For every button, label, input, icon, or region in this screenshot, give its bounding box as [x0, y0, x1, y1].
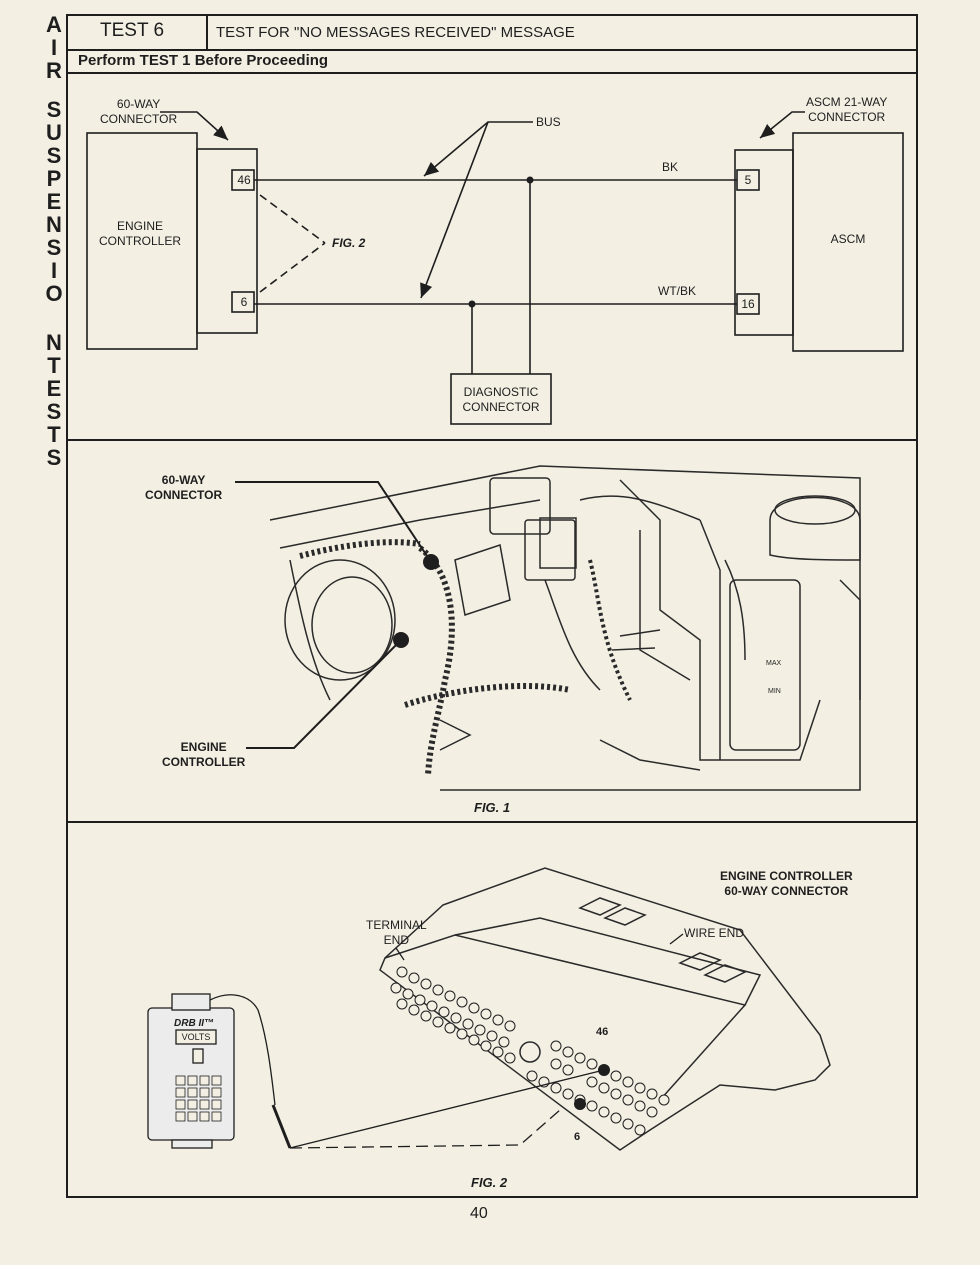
- fig2-pin-6-label: 6: [574, 1131, 581, 1143]
- junction-dot-bk: [526, 176, 534, 184]
- diagnostic-connector-box: [450, 373, 552, 425]
- side-title-letter: T: [47, 353, 61, 378]
- side-title-letter: A: [46, 12, 62, 37]
- fig2-leaders: [209, 933, 684, 1149]
- connector-terminals: [390, 966, 670, 1136]
- fig2-connector-title: ENGINE CONTROLLER 60-WAY CONNECTOR: [720, 869, 853, 898]
- reservoir-max-label: MAX: [766, 660, 782, 667]
- pin-6-box: [231, 291, 255, 313]
- left-connector-label: 60-WAY CONNECTOR: [100, 97, 178, 126]
- section-divider-2: [66, 821, 918, 823]
- fig2-pin-46-label: 46: [596, 1026, 609, 1038]
- schematic-wiring: [86, 111, 904, 425]
- side-title-letter: E: [46, 376, 62, 401]
- wire-end-label: WIRE END: [684, 926, 744, 940]
- meter-brand: DRB II™: [174, 1018, 214, 1029]
- fig1-controller-label: ENGINE CONTROLLER: [162, 740, 246, 769]
- ascm-box: [792, 132, 904, 352]
- pin-16-label: 16: [741, 297, 755, 311]
- side-title-letter: N: [46, 212, 62, 237]
- side-title-letter: E: [46, 189, 62, 214]
- engine-bay-illustration: [269, 465, 861, 791]
- side-title-letter: O: [45, 281, 63, 306]
- fig-1-caption: FIG. 1: [474, 800, 511, 815]
- header-divider: [66, 49, 918, 51]
- engine-controller-label: ENGINE CONTROLLER: [99, 219, 182, 248]
- side-title-letter: U: [46, 120, 62, 145]
- page-number: 40: [470, 1205, 488, 1222]
- fig1-connector-label: 60-WAY CONNECTOR: [145, 473, 223, 502]
- side-title-letter: I: [50, 258, 58, 283]
- bk-wire-label: BK: [662, 160, 679, 174]
- side-title-letter: R: [46, 58, 62, 83]
- connector-illustration: [379, 867, 831, 1151]
- section-divider-1: [66, 439, 918, 441]
- side-title-letter: S: [46, 143, 62, 168]
- pin-5-label: 5: [744, 173, 752, 187]
- terminal-end-label: TERMINAL END: [366, 918, 427, 947]
- side-title-letter: T: [47, 422, 61, 447]
- pin-6-label: 6: [240, 295, 248, 309]
- test-subtitle: Perform TEST 1 Before Proceeding: [78, 52, 329, 69]
- diagnostic-connector-label: DIAGNOSTIC CONNECTOR: [462, 385, 540, 414]
- test-label: TEST 6: [100, 20, 165, 41]
- side-title-letter: S: [46, 235, 62, 260]
- reservoir-min-label: MIN: [768, 688, 781, 695]
- meter-keypad: [175, 1075, 222, 1122]
- header-divider-2: [66, 72, 918, 74]
- page-frame: [66, 14, 918, 1198]
- pin-6-marker: [574, 1098, 586, 1110]
- side-title-letter: S: [46, 399, 62, 424]
- test-title: TEST FOR "NO MESSAGES RECEIVED" MESSAGE: [216, 24, 575, 41]
- side-title-letter: S: [46, 97, 62, 122]
- side-title-letter: I: [50, 35, 58, 60]
- right-connector-label: ASCM 21-WAY CONNECTOR: [806, 95, 888, 124]
- pin-46-label: 46: [237, 173, 251, 187]
- fig-2-reference: FIG. 2: [332, 236, 366, 250]
- wtbk-wire-label: WT/BK: [658, 284, 696, 298]
- side-title-letter: P: [46, 166, 62, 191]
- side-title-letter: S: [46, 445, 62, 470]
- side-title-letter: N: [46, 330, 62, 355]
- test-label-box: [66, 14, 208, 50]
- sixty-way-connector-block: [196, 148, 258, 334]
- fig1-leader-lines: [235, 481, 432, 749]
- meter-display: VOLTS: [181, 1032, 211, 1042]
- fig-2-caption: FIG. 2: [471, 1175, 508, 1190]
- ascm-label: ASCM: [830, 232, 866, 246]
- bus-label: BUS: [536, 115, 561, 129]
- junction-dot-wtbk: [468, 300, 476, 308]
